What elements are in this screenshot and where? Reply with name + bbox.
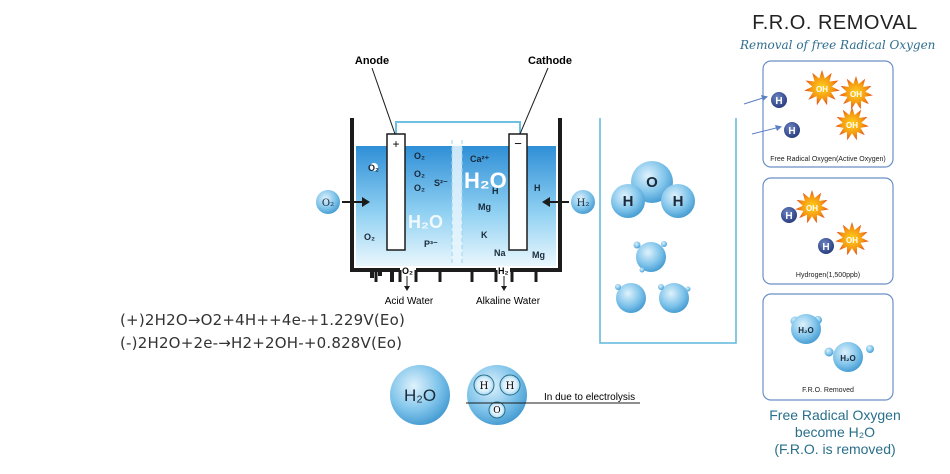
species-na: Na bbox=[494, 248, 506, 258]
oh-label: OH bbox=[816, 85, 828, 94]
species-s2: S²⁻ bbox=[434, 178, 448, 188]
molecule-h-label: H bbox=[623, 193, 634, 210]
oh-burst bbox=[795, 190, 829, 224]
circuit-wire bbox=[395, 121, 521, 134]
water-molecule: O H H bbox=[611, 161, 695, 218]
species-k: K bbox=[481, 230, 488, 240]
species-h: H bbox=[534, 183, 541, 193]
fro-panel-3: H₂O H₂O F.R.O. Removed bbox=[762, 293, 894, 401]
molecule-h-label: H bbox=[673, 193, 684, 210]
oh-label: OH bbox=[806, 204, 818, 213]
electrolysis-note: In due to electrolysis bbox=[544, 392, 635, 403]
fro-conclusion-line: Free Radical Oxygen bbox=[769, 407, 901, 423]
oh-burst bbox=[804, 70, 840, 106]
fro-panel-1: H H OH OH OH Free Radical Oxygen(Active … bbox=[743, 60, 894, 168]
anode-pointer bbox=[371, 67, 396, 135]
molecule-o-label: O bbox=[646, 174, 658, 191]
burst-shape bbox=[804, 70, 840, 106]
species-mg: Mg bbox=[532, 250, 545, 260]
cathode-sign: − bbox=[514, 136, 522, 151]
fro-conclusion-line: (F.R.O. is removed) bbox=[774, 441, 896, 457]
burst-shape bbox=[835, 222, 869, 256]
o2-outlet-label: O₂ bbox=[402, 266, 413, 276]
oh-label: OH bbox=[846, 121, 858, 130]
species-mg: Mg bbox=[478, 202, 491, 212]
alkaline-water-label: Alkaline Water bbox=[476, 296, 541, 307]
h2o-label: H₂O bbox=[798, 326, 814, 335]
panel1-caption: Free Radical Oxygen(Active Oxygen) bbox=[770, 156, 886, 163]
molecule-column-frame bbox=[599, 118, 737, 344]
oh-label: OH bbox=[846, 236, 858, 245]
anode-equation: (+)2H2O→O2+4H++4e-+1.229V(Eo) bbox=[120, 311, 406, 329]
o2-bubble-label: O₂ bbox=[322, 198, 334, 209]
cathode-equation: (-)2H2O+2e-→H2+2OH-+0.828V(Eo) bbox=[120, 334, 403, 352]
species-o2: O₂ bbox=[414, 183, 425, 193]
acid-outlet-pipe bbox=[374, 270, 442, 282]
h2o-watermark: H₂O bbox=[464, 168, 507, 193]
alkaline-outlet-pipe bbox=[470, 270, 538, 282]
oh-label: OH bbox=[850, 90, 862, 99]
o2-bubble bbox=[316, 190, 340, 214]
cathode-pointer bbox=[519, 67, 549, 135]
burst-shape bbox=[795, 190, 829, 224]
h2o-sphere bbox=[390, 365, 450, 425]
fro-conclusion-line: become H₂O bbox=[794, 424, 876, 440]
membrane bbox=[451, 140, 463, 266]
burst-shape bbox=[839, 76, 873, 110]
h2o-sphere-label: H₂O bbox=[404, 386, 436, 405]
oh-burst bbox=[839, 76, 873, 110]
fro-h-label: H bbox=[822, 242, 829, 253]
species-o2: O₂ bbox=[368, 163, 379, 173]
species-o2: O₂ bbox=[364, 232, 375, 242]
bubble-cluster bbox=[615, 241, 691, 313]
fro-panel-2: OH OH H H Hydrogen(1,500ppb) bbox=[762, 177, 894, 285]
burst-shape bbox=[835, 107, 869, 141]
fro-h-label: H bbox=[775, 96, 782, 107]
oh-burst bbox=[835, 107, 869, 141]
h2-bubble-label: H₂ bbox=[577, 198, 590, 209]
electrolysis-tank: + − Anode Cathode O₂ O₂ O₂ O₂ O₂ S²⁻ P³⁻… bbox=[316, 55, 595, 307]
split-h-label: H bbox=[480, 381, 489, 392]
h2-bubble bbox=[571, 190, 595, 214]
cathode-species: Ca²⁺ H Mg K Na H Mg bbox=[470, 154, 545, 260]
h2o-watermark: H₂O bbox=[408, 212, 443, 232]
cathode-label: Cathode bbox=[528, 55, 572, 67]
split-h-label: H bbox=[506, 381, 515, 392]
h2-outlet-label: H₂ bbox=[498, 266, 509, 276]
acid-water-label: Acid Water bbox=[385, 296, 434, 307]
species-p3: P³⁻ bbox=[424, 239, 438, 249]
fro-h-label: H bbox=[785, 211, 792, 222]
cathode-electrode bbox=[508, 133, 528, 251]
species-o2: O₂ bbox=[414, 169, 425, 179]
species-h: H bbox=[492, 186, 499, 196]
h2o-label: H₂O bbox=[840, 354, 856, 363]
bottom-molecules: H₂O H H O In due to electrolysis bbox=[390, 365, 640, 425]
anode-sign: + bbox=[392, 137, 399, 151]
panel2-caption: Hydrogen(1,500ppb) bbox=[796, 272, 860, 279]
anode-species: O₂ O₂ O₂ O₂ O₂ S²⁻ P³⁻ bbox=[364, 151, 448, 249]
fro-conclusion: Free Radical Oxygen become H₂O (F.R.O. i… bbox=[740, 407, 930, 458]
molecule-column: O H H bbox=[599, 118, 737, 344]
anode-electrode bbox=[386, 133, 406, 251]
fro-h-label: H bbox=[788, 126, 795, 137]
fro-subtitle: Removal of free Radical Oxygen bbox=[740, 38, 936, 52]
species-ca: Ca²⁺ bbox=[470, 154, 490, 164]
split-o-label: O bbox=[493, 406, 500, 416]
oh-burst bbox=[835, 222, 869, 256]
species-o2: O₂ bbox=[414, 151, 425, 161]
fro-title: F.R.O. REMOVAL bbox=[752, 12, 918, 34]
anode-label: Anode bbox=[355, 55, 389, 67]
panel3-caption: F.R.O. Removed bbox=[802, 387, 854, 394]
